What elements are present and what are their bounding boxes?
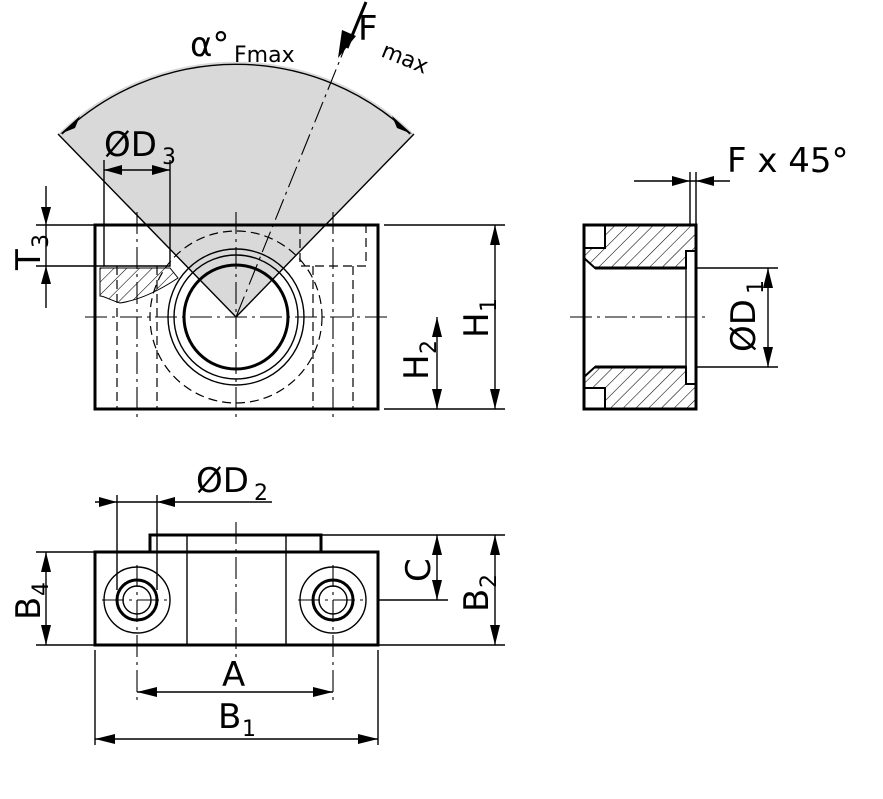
top-view: ØD 2 B 4 C B 2 A <box>9 461 505 745</box>
d2-label: ØD <box>196 461 249 501</box>
chamfer-label: F x 45° <box>727 141 849 181</box>
h2-arrow-bottom <box>432 389 442 409</box>
force-label: F <box>358 9 378 49</box>
side-section-view: F x 45° ØD 1 <box>570 141 849 411</box>
b2-label: B <box>457 589 497 612</box>
chamfer-arrow-left <box>672 176 690 186</box>
sleeve-wall-bottom <box>583 366 697 410</box>
front-view: α° Fmax F max ØD 3 T 3 H 1 H 2 <box>9 1 505 418</box>
t3-arrow-bottom <box>41 266 51 284</box>
d1-arrow-bottom <box>763 347 773 367</box>
h1-label: H <box>457 312 497 338</box>
t3-subscript: 3 <box>29 234 54 248</box>
d2-arrow-right <box>157 497 175 507</box>
c-arrow-bottom <box>432 580 442 600</box>
d3-label: ØD <box>104 125 157 165</box>
load-angle-sector <box>58 61 414 317</box>
b1-subscript: 1 <box>242 717 256 742</box>
d2-arrow-left <box>99 497 117 507</box>
b1-arrow-right <box>358 734 378 744</box>
b2-arrow-bottom <box>490 625 500 645</box>
h1-subscript: 1 <box>477 298 502 312</box>
t3-label: T <box>9 249 49 271</box>
a-label: A <box>222 655 245 695</box>
b1-label: B <box>218 697 241 737</box>
partial-section-hatch <box>99 267 179 304</box>
b4-label: B <box>9 597 49 620</box>
h1-arrow-bottom <box>490 389 500 409</box>
t3-arrow-top <box>41 207 51 225</box>
c-label: C <box>399 558 439 582</box>
force-line <box>235 39 349 318</box>
b2-arrow-top <box>490 535 500 555</box>
chamfer-arrow-right <box>696 176 714 186</box>
d1-label: ØD <box>724 299 764 352</box>
b1-arrow-left <box>95 734 115 744</box>
h2-arrow-top <box>432 317 442 337</box>
b4-arrow-top <box>41 552 51 572</box>
a-arrow-right <box>313 687 333 697</box>
a-arrow-left <box>137 687 157 697</box>
d3-arrow-left <box>104 165 122 175</box>
arc-arrow-right <box>392 116 412 134</box>
d2-subscript: 2 <box>254 481 268 506</box>
c-arrow-top <box>432 535 442 555</box>
force-arrow-head <box>338 30 356 58</box>
d1-subscript: 1 <box>744 280 769 294</box>
alpha-label: α° <box>190 25 229 65</box>
alpha-subscript: Fmax <box>234 43 295 68</box>
b2-subscript: 2 <box>477 574 502 588</box>
sector-angle-arc <box>61 63 411 135</box>
d3-subscript: 3 <box>162 145 176 170</box>
sleeve-wall-top <box>583 224 697 269</box>
d1-arrow-top <box>763 268 773 288</box>
arc-arrow-left <box>60 116 80 134</box>
b4-arrow-bottom <box>41 625 51 645</box>
b4-subscript: 4 <box>29 582 54 596</box>
force-subscript: max <box>378 38 432 79</box>
h2-subscript: 2 <box>417 340 442 354</box>
h1-arrow-top <box>490 225 500 245</box>
d3-arrow-right <box>152 165 170 175</box>
h2-label: H <box>397 354 437 380</box>
